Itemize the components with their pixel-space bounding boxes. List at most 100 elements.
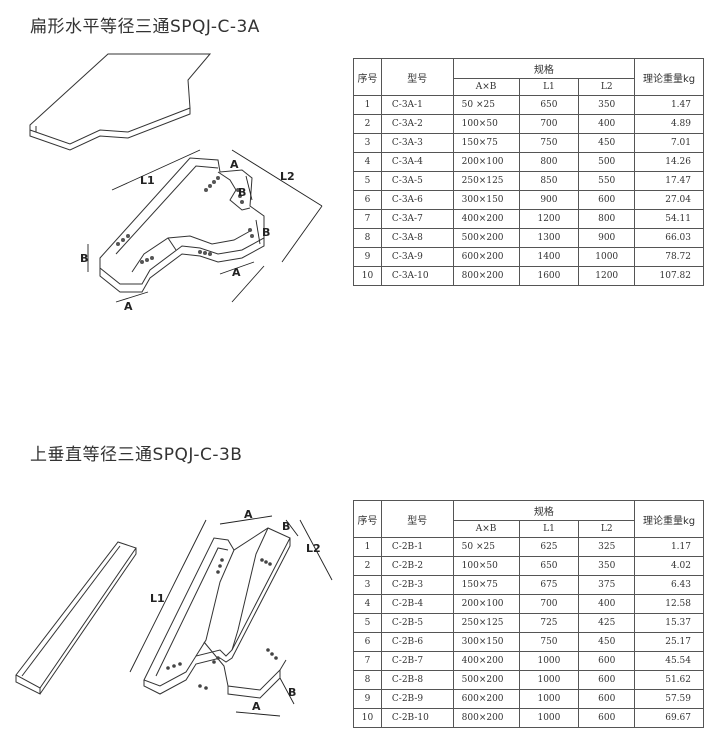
cell-axb: 400×200 <box>452 651 520 671</box>
cell-axb: 200×100 <box>452 594 520 614</box>
cell-no: 3 <box>353 133 382 153</box>
cell-axb: 300×150 <box>452 190 520 210</box>
cell-weight: 7.01 <box>634 133 704 153</box>
cell-weight: 25.17 <box>634 632 704 652</box>
cell-no: 3 <box>353 575 382 595</box>
dim-label-l1: L1 <box>140 174 155 187</box>
tee-body <box>99 157 265 285</box>
cell-no: 10 <box>353 708 382 728</box>
header-axb: A×B <box>452 78 520 96</box>
cell-l2: 350 <box>578 95 636 115</box>
cell-axb: 150×75 <box>452 133 520 153</box>
cell-model: C-2B-7 <box>380 651 454 671</box>
dim-label-l2: L2 <box>280 170 295 183</box>
dim-label-l2: L2 <box>306 542 321 555</box>
cell-l1: 750 <box>518 632 580 652</box>
header-no: 序号 <box>353 58 382 96</box>
dim-label-a-top: A <box>230 158 239 171</box>
cell-l1: 725 <box>518 613 580 633</box>
header-weight: 理论重量kg <box>634 500 704 538</box>
cell-weight: 1.17 <box>634 537 704 557</box>
cell-l2: 600 <box>578 670 636 690</box>
cell-model: C-2B-6 <box>380 632 454 652</box>
cell-weight: 14.26 <box>634 152 704 172</box>
cell-axb: 500×200 <box>452 228 520 248</box>
cell-no: 4 <box>353 152 382 172</box>
cell-model: C-3A-3 <box>380 133 454 153</box>
cell-l1: 850 <box>518 171 580 191</box>
cell-l1: 1000 <box>518 708 580 728</box>
cell-weight: 27.04 <box>634 190 704 210</box>
cell-weight: 45.54 <box>634 651 704 671</box>
cell-model: C-3A-8 <box>380 228 454 248</box>
cell-weight: 57.59 <box>634 689 704 709</box>
cell-model: C-2B-4 <box>380 594 454 614</box>
cell-l1: 1300 <box>518 228 580 248</box>
cell-l2: 450 <box>578 632 636 652</box>
cell-l2: 1200 <box>578 266 636 286</box>
cell-axb: 100×50 <box>452 556 520 576</box>
cell-l1: 1200 <box>518 209 580 229</box>
cell-weight: 69.67 <box>634 708 704 728</box>
dim-label-b-top: B <box>282 520 290 533</box>
cell-no: 6 <box>353 190 382 210</box>
header-l1: L1 <box>518 520 580 538</box>
cell-l2: 800 <box>578 209 636 229</box>
cell-weight: 51.62 <box>634 670 704 690</box>
cell-model: C-3A-2 <box>380 114 454 134</box>
cell-no: 7 <box>353 651 382 671</box>
cell-l2: 600 <box>578 689 636 709</box>
cell-axb: 150×75 <box>452 575 520 595</box>
dim-label-a-top: A <box>244 508 253 521</box>
cell-no: 1 <box>353 537 382 557</box>
cell-l1: 1000 <box>518 689 580 709</box>
cell-weight: 107.82 <box>634 266 704 286</box>
cell-weight: 15.37 <box>634 613 704 633</box>
cell-l1: 1400 <box>518 247 580 267</box>
cell-no: 8 <box>353 228 382 248</box>
cell-weight: 1.47 <box>634 95 704 115</box>
cell-l1: 650 <box>518 556 580 576</box>
cell-no: 6 <box>353 632 382 652</box>
cell-l1: 625 <box>518 537 580 557</box>
cell-axb: 500×200 <box>452 670 520 690</box>
cell-axb: 50 ×25 <box>452 95 520 115</box>
cell-no: 5 <box>353 613 382 633</box>
horizontal-tee-diagram: L1 L2 A B B B A A <box>29 53 323 313</box>
cell-no: 10 <box>353 266 382 286</box>
header-weight: 理论重量kg <box>634 58 704 96</box>
cell-model: C-2B-2 <box>380 556 454 576</box>
cell-axb: 400×200 <box>452 209 520 229</box>
cell-weight: 78.72 <box>634 247 704 267</box>
cell-axb: 300×150 <box>452 632 520 652</box>
cell-weight: 17.47 <box>634 171 704 191</box>
cell-weight: 66.03 <box>634 228 704 248</box>
header-model: 型号 <box>380 500 454 538</box>
cell-l1: 650 <box>518 95 580 115</box>
cover-plate <box>29 53 212 145</box>
dim-label-b-lower: B <box>262 226 270 239</box>
cell-model: C-3A-9 <box>380 247 454 267</box>
cell-no: 9 <box>353 689 382 709</box>
cell-l2: 350 <box>578 556 636 576</box>
header-spec: 规格 <box>452 58 636 79</box>
header-l1: L1 <box>518 78 580 96</box>
cell-no: 5 <box>353 171 382 191</box>
cell-l1: 750 <box>518 133 580 153</box>
cell-no: 2 <box>353 114 382 134</box>
dim-label-a-left: A <box>124 300 133 313</box>
cell-l2: 550 <box>578 171 636 191</box>
cell-model: C-2B-8 <box>380 670 454 690</box>
cell-weight: 12.58 <box>634 594 704 614</box>
